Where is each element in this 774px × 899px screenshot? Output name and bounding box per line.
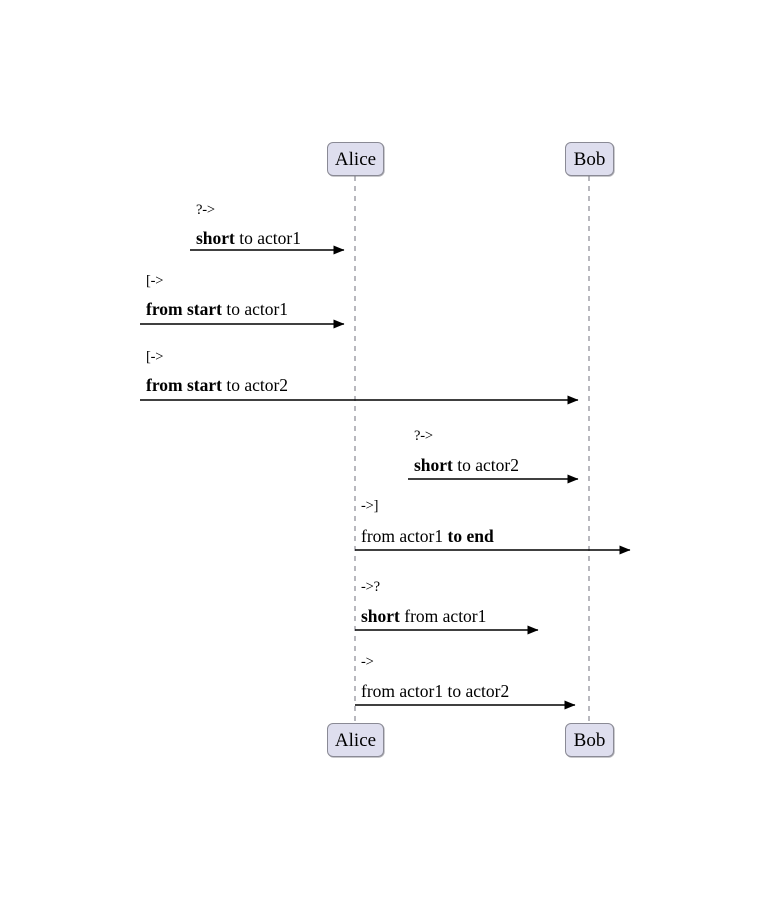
message-label-part: short xyxy=(414,455,453,475)
message-label-part: short xyxy=(196,228,235,248)
message-label-1: short to actor1 xyxy=(196,228,301,248)
message-tag-6: ->? xyxy=(361,579,380,595)
message-arrows-group xyxy=(140,245,631,710)
message-label-part: from start xyxy=(146,375,222,395)
message-label-part: to actor1 xyxy=(221,299,289,319)
message-tag-7: -> xyxy=(361,654,374,670)
actor-box-actor1-top[interactable]: Alice xyxy=(327,142,384,176)
message-tag-4: ?-> xyxy=(414,428,433,444)
actor-box-actor2-bottom[interactable]: Bob xyxy=(565,723,614,757)
actor-label: Alice xyxy=(334,729,377,751)
message-tag-2: [-> xyxy=(146,273,164,289)
message-label-part: from actor1 to actor2 xyxy=(361,681,510,701)
message-label-part: short xyxy=(361,606,400,626)
message-tag-3: [-> xyxy=(146,349,164,365)
actor-box-actor2-top[interactable]: Bob xyxy=(565,142,614,176)
message-label-part: from actor1 xyxy=(361,526,448,546)
actor-label: Bob xyxy=(573,148,606,170)
message-label-7: from actor1 to actor2 xyxy=(361,681,510,701)
message-label-5: from actor1 to end xyxy=(361,526,494,546)
message-tag-5: ->] xyxy=(361,498,379,514)
message-label-6: short from actor1 xyxy=(361,606,487,626)
message-label-part: to actor2 xyxy=(221,375,289,395)
actor-box-actor1-bottom[interactable]: Alice xyxy=(327,723,384,757)
message-label-part: to end xyxy=(447,526,494,546)
lifelines-group xyxy=(354,176,590,723)
message-label-part: to actor2 xyxy=(452,455,519,475)
message-label-4: short to actor2 xyxy=(414,455,519,475)
message-label-part: from actor1 xyxy=(399,606,487,626)
message-label-part: to actor1 xyxy=(234,228,301,248)
actor-label: Alice xyxy=(334,148,377,170)
actor-label: Bob xyxy=(573,729,606,751)
message-label-2: from start to actor1 xyxy=(146,299,289,319)
message-label-3: from start to actor2 xyxy=(146,375,289,395)
message-tag-1: ?-> xyxy=(196,202,215,218)
message-label-part: from start xyxy=(146,299,222,319)
